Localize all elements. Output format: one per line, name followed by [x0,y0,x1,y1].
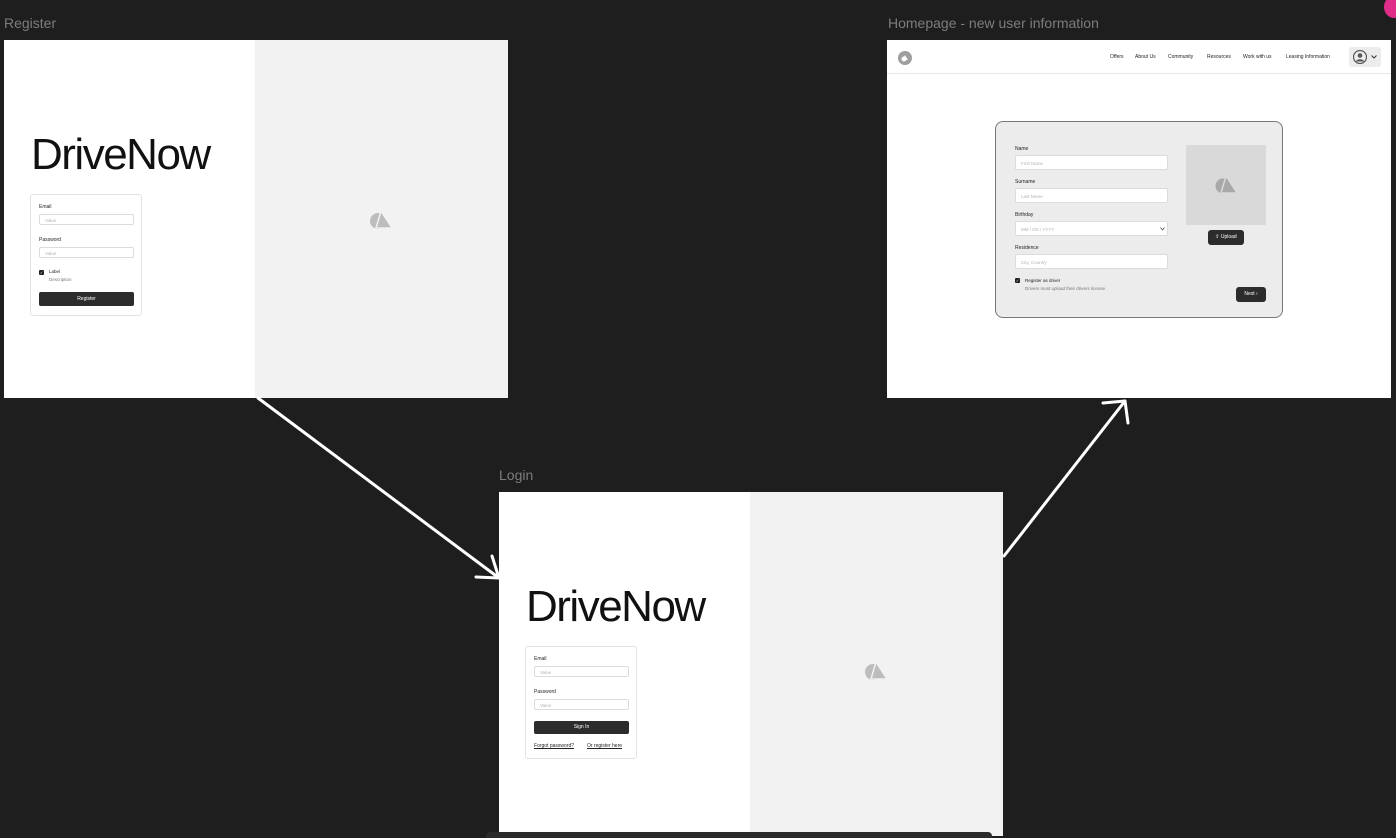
password-label: Password [39,237,61,243]
name-label: Name [1015,146,1029,152]
login-form: Email Value Password Value Sign In Forgo… [525,646,637,759]
photo-placeholder [1186,145,1266,225]
chevron-down-icon [1371,55,1377,59]
checkbox-label: Label [49,269,61,274]
nav-community[interactable]: Community [1168,54,1194,60]
nav-resources[interactable]: Resources [1207,54,1231,60]
residence-field[interactable]: City, Country [1015,254,1168,269]
chevron-right-icon: › [1256,291,1258,297]
site-logo-icon[interactable] [898,51,912,65]
arrow-login-to-homepage [1002,399,1130,558]
image-placeholder-icon [1215,174,1239,194]
email-field[interactable]: Value [39,214,134,225]
checkbox-description: Description [49,277,72,282]
residence-label: Residence [1015,245,1039,251]
surname-label: Surname [1015,179,1036,185]
chevron-down-icon [1160,227,1165,231]
brand-logo: DriveNow [526,582,706,631]
account-menu-button[interactable] [1349,47,1381,67]
email-label: Email [39,204,52,210]
driver-checkbox[interactable]: ✓ [1015,278,1020,283]
nav-work-with-us[interactable]: Work with us [1243,54,1272,60]
email-label: Email [534,656,547,662]
register-image-panel [255,40,508,398]
upload-button[interactable]: ⇪ Upload [1208,230,1244,245]
bottom-panel-edge [486,832,992,838]
last-name-field[interactable]: Last Name [1015,188,1168,203]
frame-title-homepage: Homepage - new user information [888,15,1099,31]
upload-button-label: Upload [1220,234,1237,240]
frame-title-login: Login [499,467,534,483]
register-form: Email Value Password Value ✓ Label Descr… [30,194,142,316]
register-link[interactable]: Or register here [587,743,623,749]
forgot-password-link[interactable]: Forgot password? [534,743,575,749]
next-button[interactable]: Next › [1236,287,1266,302]
next-button-label: Next [1244,291,1255,297]
nav-offers[interactable]: Offers [1110,54,1124,60]
header-divider [887,73,1391,74]
nav-leasing-information[interactable]: Leasing Information [1286,54,1330,60]
password-field[interactable]: Value [39,247,134,258]
password-label: Password [534,689,556,695]
homepage-frame: Offers About Us Community Resources Work… [887,40,1391,398]
image-placeholder-icon [370,209,394,229]
login-frame: DriveNow Email Value Password Value Sign… [499,492,1003,836]
avatar-icon [1353,50,1367,64]
birthday-select[interactable]: MM / DD / YYYY [1015,221,1168,236]
agree-checkbox[interactable]: ✓ [39,270,44,275]
brand-logo: DriveNow [31,130,211,179]
upload-icon: ⇪ [1215,234,1220,240]
first-name-field[interactable]: First Name [1015,155,1168,170]
driver-checkbox-label: Register as driver [1025,278,1061,283]
arrow-register-to-login [256,396,501,580]
frame-title-register: Register [4,15,57,31]
nav-about-us[interactable]: About Us [1135,54,1156,60]
collaborator-cursor [1384,0,1396,18]
email-field[interactable]: Value [534,666,629,677]
driver-checkbox-description: Drivers must upload their drivers licens… [1025,286,1106,291]
birthday-label: Birthday [1015,212,1034,218]
sign-in-button[interactable]: Sign In [534,721,629,734]
password-field[interactable]: Value [534,699,629,710]
user-info-card: Name First Name Surname Last Name Birthd… [995,121,1283,318]
image-placeholder-icon [865,660,889,680]
login-image-panel [750,492,1003,836]
register-button[interactable]: Register [39,292,134,306]
register-frame: DriveNow Email Value Password Value ✓ La… [4,40,508,398]
